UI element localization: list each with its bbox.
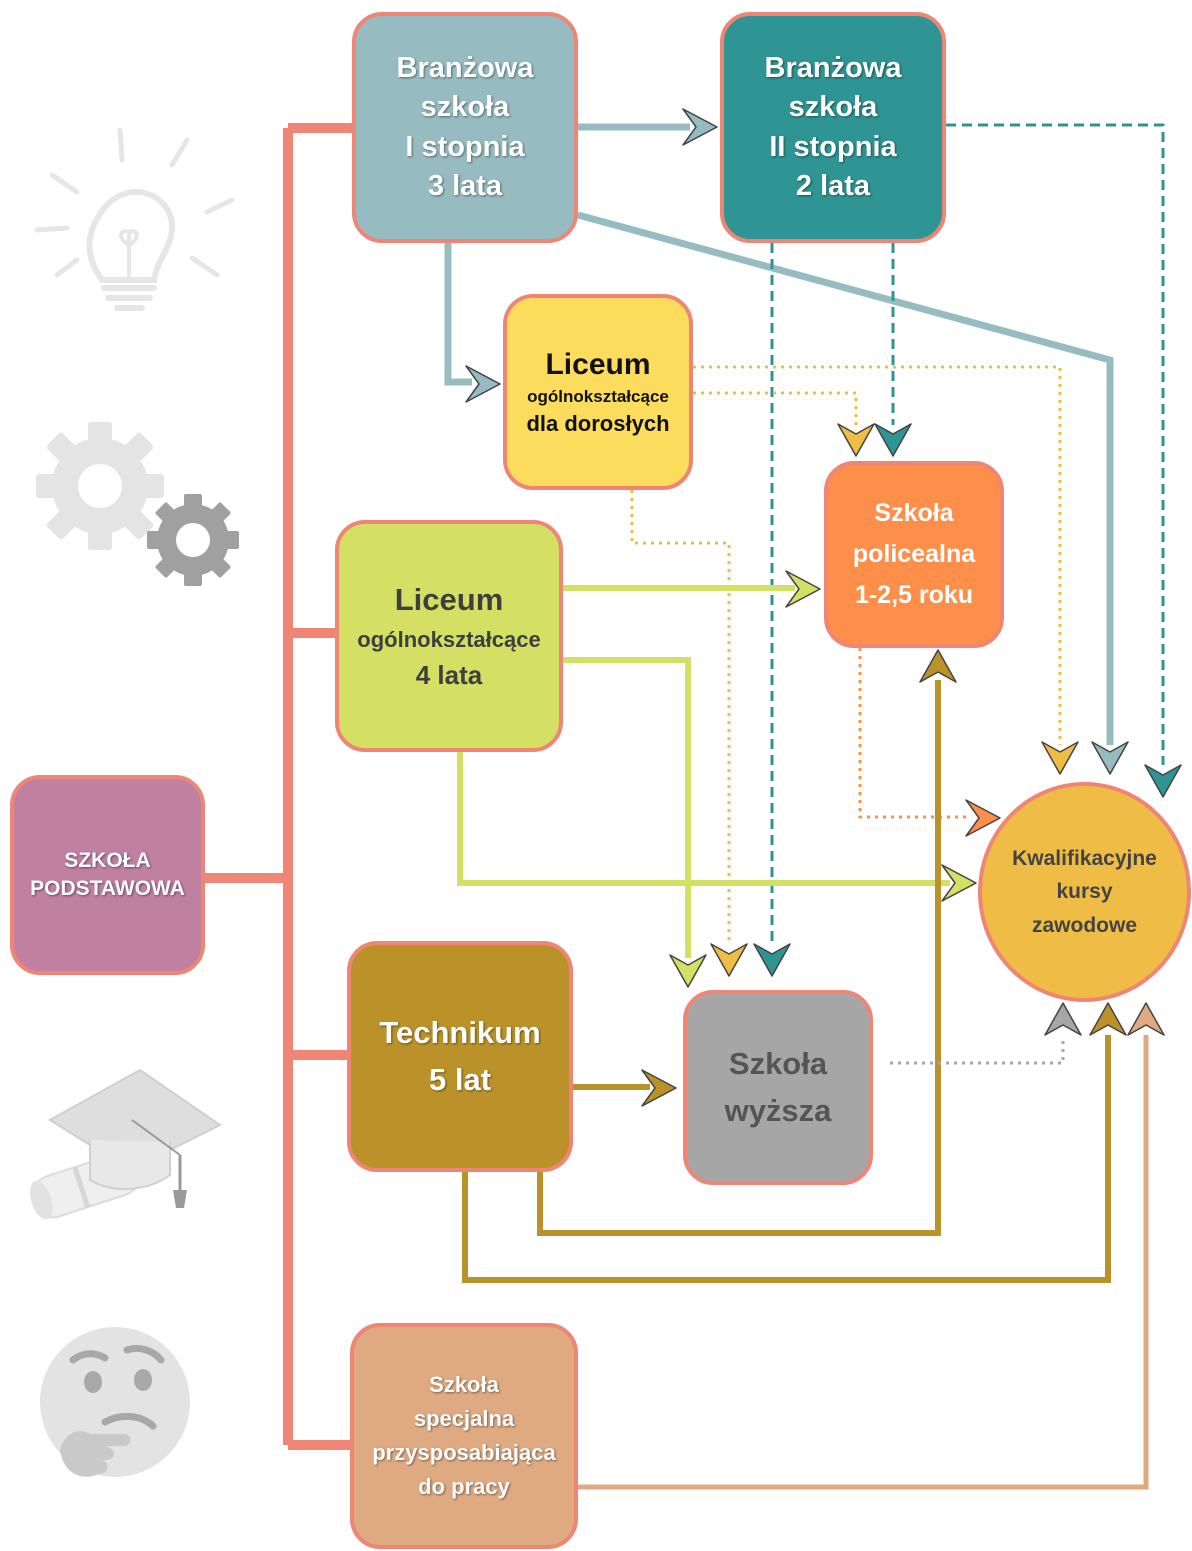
- node-text-line: 3 lata: [427, 169, 503, 202]
- arrowhead: [941, 864, 977, 902]
- node-text-line: Szkoła: [728, 1046, 828, 1081]
- arrowhead: [1144, 764, 1182, 798]
- node-text-line: I stopnia: [405, 130, 525, 163]
- node-text-line: przysposabiająca: [372, 1440, 556, 1465]
- node-text-line: 1-2,5 roku: [854, 581, 974, 610]
- lightbulb-icon: [34, 127, 235, 311]
- node-text-line: SZKOŁA: [64, 848, 151, 872]
- node-branzowa-szkola-1: Branżowa szkoła I stopnia 3 lata: [352, 12, 578, 243]
- arrowhead: [682, 108, 718, 146]
- arrowhead: [1041, 741, 1079, 775]
- arrowhead: [785, 570, 821, 608]
- arrowhead: [919, 649, 957, 683]
- node-liceum-dla-doroslych: Liceum ogólnokształcące dla dorosłych: [503, 294, 693, 490]
- node-branzowa-szkola-2: Branżowa szkoła II stopnia 2 lata: [720, 12, 946, 243]
- arrowhead: [710, 943, 748, 977]
- node-szkola-policealna: Szkoła policealna 1-2,5 roku: [824, 461, 1004, 648]
- node-text-line: Szkoła: [874, 498, 954, 527]
- node-text-line: ogólnokształcące: [527, 386, 669, 406]
- policealna-line: [858, 648, 970, 819]
- liceum-dorosli-lines: [630, 365, 1062, 945]
- node-text-line: Branżowa: [396, 52, 534, 85]
- node-text-line: 4 lata: [415, 660, 483, 691]
- node-text-line: specjalna: [413, 1405, 515, 1431]
- node-text-line: dla dorosłych: [526, 410, 670, 436]
- node-text-line: kursy: [1056, 880, 1113, 904]
- arrowhead: [1091, 741, 1129, 775]
- technikum-lines: [462, 680, 1111, 1283]
- graduation-cap-icon: [30, 1068, 222, 1220]
- node-szkola-podstawowa: SZKOŁA PODSTAWOWA: [10, 775, 205, 975]
- node-text-line: do pracy: [418, 1474, 510, 1500]
- node-liceum-ogolnoksztalcace: Liceum ogólnokształcące 4 lata: [335, 520, 563, 752]
- node-technikum: Technikum 5 lat: [347, 941, 573, 1172]
- node-text-line: ogólnokształcące: [357, 627, 541, 653]
- node-text-line: szkoła: [788, 91, 878, 124]
- node-kwalifikacyjne-kursy-zawodowe: Kwalifikacyjne kursy zawodowe: [978, 782, 1191, 1002]
- node-text-line: 5 lat: [428, 1061, 492, 1097]
- node-text-line: Technikum: [379, 1015, 541, 1050]
- gears-icon: [36, 422, 239, 586]
- arrowhead: [753, 943, 791, 977]
- node-text-line: policealna: [852, 539, 976, 568]
- node-text-line: wyższa: [724, 1092, 832, 1128]
- wyzsza-line: [890, 1038, 1065, 1065]
- node-szkola-specjalna: Szkoła specjalna przysposabiająca do pra…: [350, 1323, 578, 1549]
- arrowhead: [641, 1069, 677, 1107]
- arrowhead: [669, 954, 707, 988]
- node-text-line: zawodowe: [1031, 913, 1137, 937]
- arrowhead: [837, 423, 875, 457]
- arrowhead: [465, 365, 501, 403]
- arrowhead: [965, 799, 1001, 837]
- node-text-line: Branżowa: [764, 52, 902, 85]
- thinking-face-icon: [40, 1327, 190, 1477]
- node-text-line: 2 lata: [795, 169, 871, 202]
- node-text-line: Liceum: [394, 581, 504, 617]
- liceum-lines: [457, 585, 950, 958]
- arrowhead: [1044, 1002, 1082, 1036]
- node-text-line: Szkoła: [429, 1371, 499, 1397]
- arrowhead: [1127, 1002, 1165, 1036]
- node-text-line: Liceum: [545, 348, 651, 382]
- node-text-line: szkoła: [420, 91, 510, 124]
- node-text-line: PODSTAWOWA: [30, 877, 185, 900]
- trunk-lines: [205, 123, 352, 1450]
- specjalna-line: [578, 1035, 1149, 1490]
- branzowa1-lines: [444, 123, 1114, 745]
- node-szkola-wyzsza: Szkoła wyższa: [683, 990, 873, 1185]
- branzowa2-lines: [770, 123, 1165, 945]
- node-text-line: II stopnia: [769, 130, 897, 163]
- arrowhead: [1089, 1002, 1127, 1036]
- arrowhead: [874, 423, 912, 457]
- node-text-line: Kwalifikacyjne: [1012, 846, 1157, 870]
